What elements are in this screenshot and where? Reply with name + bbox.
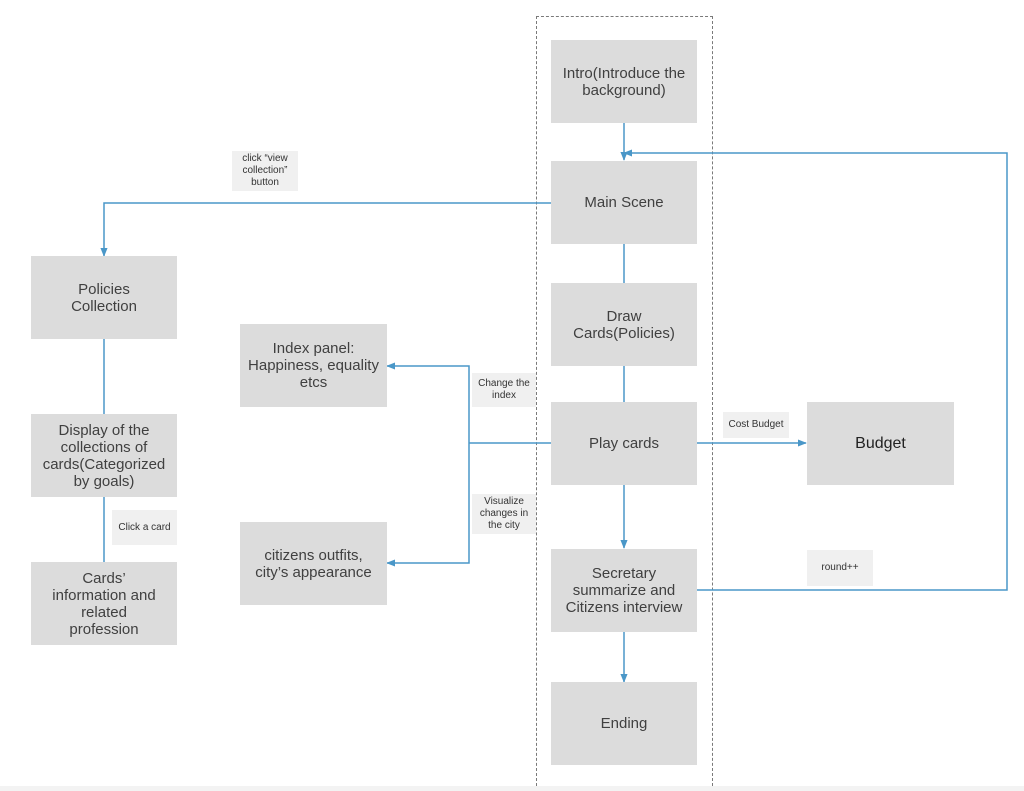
node-ending: Ending	[551, 682, 697, 765]
node-index-panel: Index panel: Happiness, equality etcs	[240, 324, 387, 407]
node-main-scene: Main Scene	[551, 161, 697, 244]
bottom-strip	[0, 786, 1024, 791]
node-draw-cards: Draw Cards(Policies)	[551, 283, 697, 366]
node-display-collections: Display of the collections of cards(Cate…	[31, 414, 177, 497]
edge-branch-citizens	[386, 443, 470, 567]
label-view-collection: click “view collection” button	[232, 151, 298, 191]
node-policies-collection: Policies Collection	[31, 256, 177, 339]
label-round: round++	[807, 550, 873, 586]
edge-main-policies	[100, 202, 551, 257]
label-cost-budget: Cost Budget	[723, 412, 789, 438]
label-change-index: Change the index	[472, 373, 536, 407]
label-click-card: Click a card	[112, 510, 177, 545]
node-play-cards: Play cards	[551, 402, 697, 485]
node-cards-info: Cards’ information and related professio…	[31, 562, 177, 645]
node-citizens-outfits: citizens outfits, city’s appearance	[240, 522, 387, 605]
edge-branch-index	[386, 362, 470, 443]
label-visualize-changes: Visualize changes in the city	[472, 494, 536, 534]
node-intro: Intro(Introduce the background)	[551, 40, 697, 123]
edge-round-loop	[623, 149, 1008, 591]
node-secretary: Secretary summarize and Citizens intervi…	[551, 549, 697, 632]
node-budget: Budget	[807, 402, 954, 485]
